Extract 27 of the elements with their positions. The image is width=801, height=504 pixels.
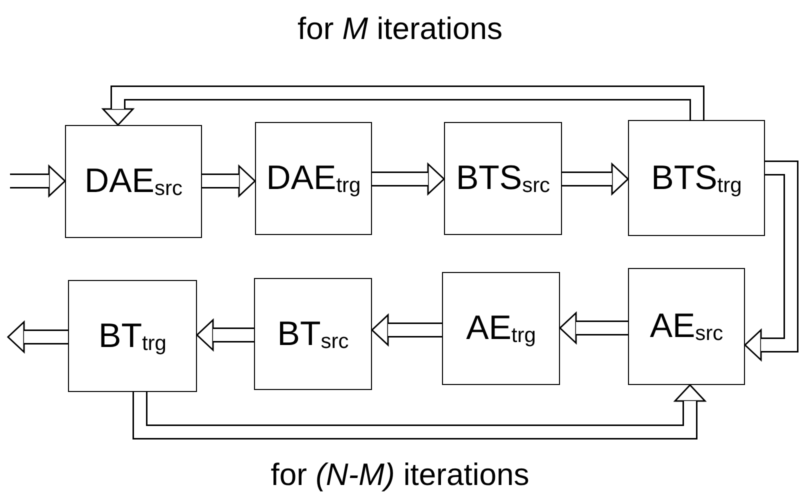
block-arrow bbox=[10, 165, 66, 197]
process-name: BTS$_{trg}$ bbox=[651, 158, 742, 198]
block-arrow bbox=[744, 160, 798, 361]
block-arrow bbox=[372, 163, 445, 195]
process-box bbox=[444, 122, 562, 235]
block-arrow bbox=[371, 314, 442, 346]
block-arrow bbox=[7, 321, 68, 353]
process-box bbox=[254, 278, 372, 390]
process-box bbox=[442, 272, 560, 385]
process-box bbox=[628, 120, 765, 236]
process-name: DAE$_{trg}$ bbox=[266, 159, 361, 198]
block-arrow bbox=[132, 384, 706, 440]
process-name: BT$_{trg}$ bbox=[98, 316, 166, 356]
process-box bbox=[68, 280, 197, 392]
process-box bbox=[255, 122, 372, 235]
process-name: DAE$_{src}$ bbox=[84, 162, 182, 201]
block-arrow bbox=[202, 165, 256, 197]
process-name: AE$_{trg}$ bbox=[466, 309, 536, 348]
block-arrow bbox=[559, 312, 628, 344]
process-box bbox=[65, 125, 202, 238]
process-name: BTS$_{src}$ bbox=[456, 159, 550, 198]
block-arrow bbox=[562, 163, 629, 195]
process-name: BT$_{src}$ bbox=[277, 314, 349, 354]
block-arrow bbox=[102, 86, 704, 126]
process-name: AE$_{src}$ bbox=[650, 307, 724, 346]
process-box bbox=[628, 268, 745, 385]
block-arrow bbox=[196, 319, 254, 351]
